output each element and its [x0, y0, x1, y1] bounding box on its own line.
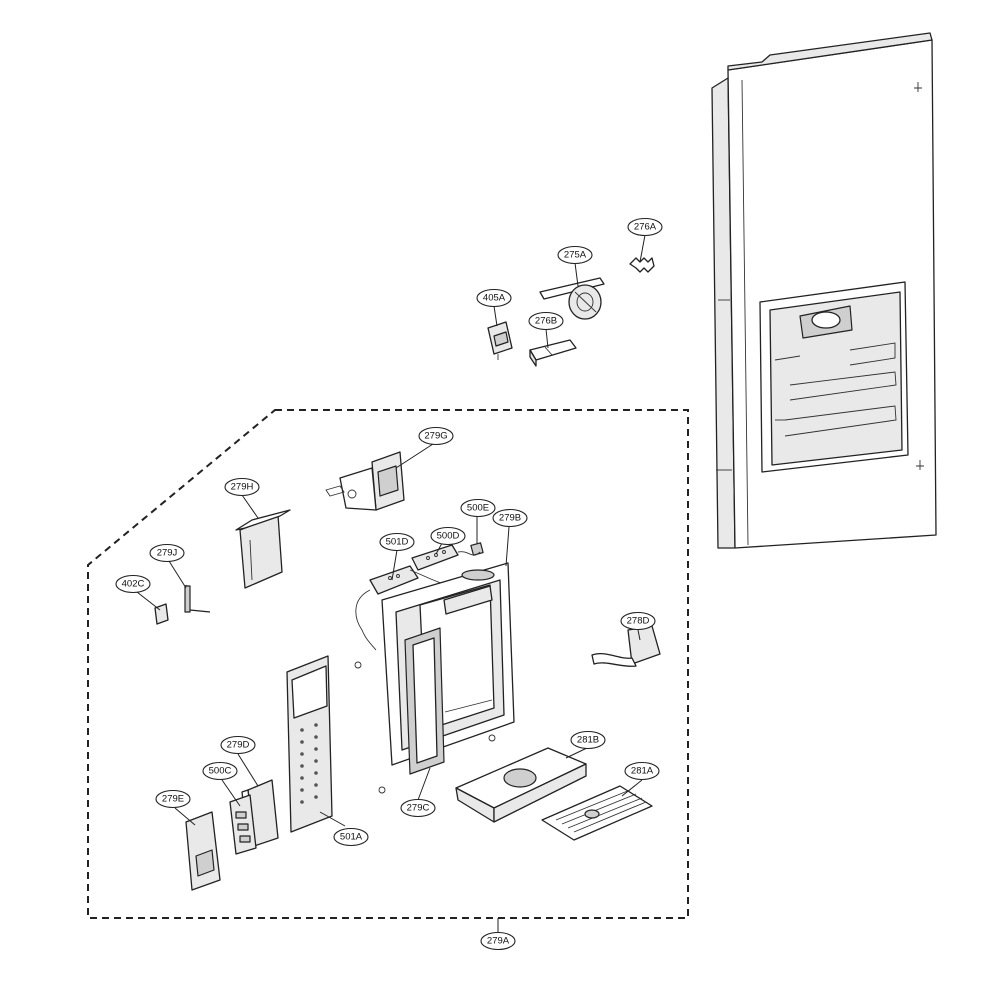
part-281A-grille: [541, 785, 653, 841]
callout-500E: 500E: [460, 498, 496, 518]
callout-279D: 279D: [220, 735, 256, 755]
callout-279J: 279J: [149, 543, 185, 563]
callout-405A: 405A: [476, 288, 512, 308]
part-278D-bracket: [591, 625, 661, 667]
callout-501A: 501A: [333, 827, 369, 847]
callout-label: 500C: [209, 766, 232, 777]
callout-label: 402C: [122, 579, 145, 590]
callout-279H: 279H: [224, 477, 260, 497]
callout-label: 279H: [231, 482, 254, 493]
callout-label: 279D: [227, 740, 250, 751]
callout-label: 279J: [157, 548, 178, 559]
part-279C-gasket: [404, 627, 445, 775]
callout-label: 279E: [162, 794, 184, 805]
callout-279C: 279C: [400, 798, 436, 818]
part-500E-connector: [470, 542, 484, 556]
callout-label: 276B: [535, 316, 557, 327]
callout-281A: 281A: [624, 761, 660, 781]
callout-label: 501A: [340, 832, 363, 843]
part-500D-pcb: [411, 544, 481, 571]
callout-279E: 279E: [155, 789, 191, 809]
callout-label: 281B: [577, 735, 599, 746]
callout-279B: 279B: [492, 508, 528, 528]
part-281B-tray: [455, 747, 587, 823]
callout-label: 278D: [627, 616, 650, 627]
part-276B-bracket: [529, 339, 577, 367]
callout-501D: 501D: [379, 532, 415, 552]
callout-402C: 402C: [115, 574, 151, 594]
callout-276A: 276A: [627, 217, 663, 237]
part-279J-link: [184, 584, 211, 613]
callout-label: 276A: [634, 222, 657, 233]
callout-label: 279G: [424, 431, 447, 442]
callout-279A: 279A: [480, 931, 516, 951]
assembly-279A-boundary: [87, 409, 689, 919]
callout-label: 279A: [487, 936, 510, 947]
callout-label: 275A: [564, 250, 587, 261]
callout-label: 501D: [386, 537, 409, 548]
callout-279G: 279G: [418, 426, 454, 446]
part-279E-cover: [185, 811, 221, 891]
callout-281B: 281B: [570, 730, 606, 750]
leader-lines: [136, 234, 646, 932]
callout-label: 500E: [467, 503, 489, 514]
part-501A-control-panel: [286, 655, 333, 833]
callout-278D: 278D: [620, 611, 656, 631]
callout-500C: 500C: [202, 761, 238, 781]
part-279G-motor-housing: [325, 451, 405, 511]
callout-275A: 275A: [557, 245, 593, 265]
callout-label: 279C: [407, 803, 430, 814]
part-276A-spring: [629, 257, 655, 273]
callout-label: 279B: [499, 513, 521, 524]
callout-276B: 276B: [528, 311, 564, 331]
callout-500D: 500D: [430, 526, 466, 546]
part-405A-switch: [487, 321, 513, 360]
part-500C-pcb: [229, 794, 257, 855]
callout-label: 405A: [483, 293, 506, 304]
callout-label: 500D: [437, 531, 460, 542]
part-279H-flap: [235, 509, 291, 589]
callout-label: 281A: [631, 766, 654, 777]
refrigerator-door: [711, 32, 937, 549]
part-275A-lever: [539, 277, 605, 320]
